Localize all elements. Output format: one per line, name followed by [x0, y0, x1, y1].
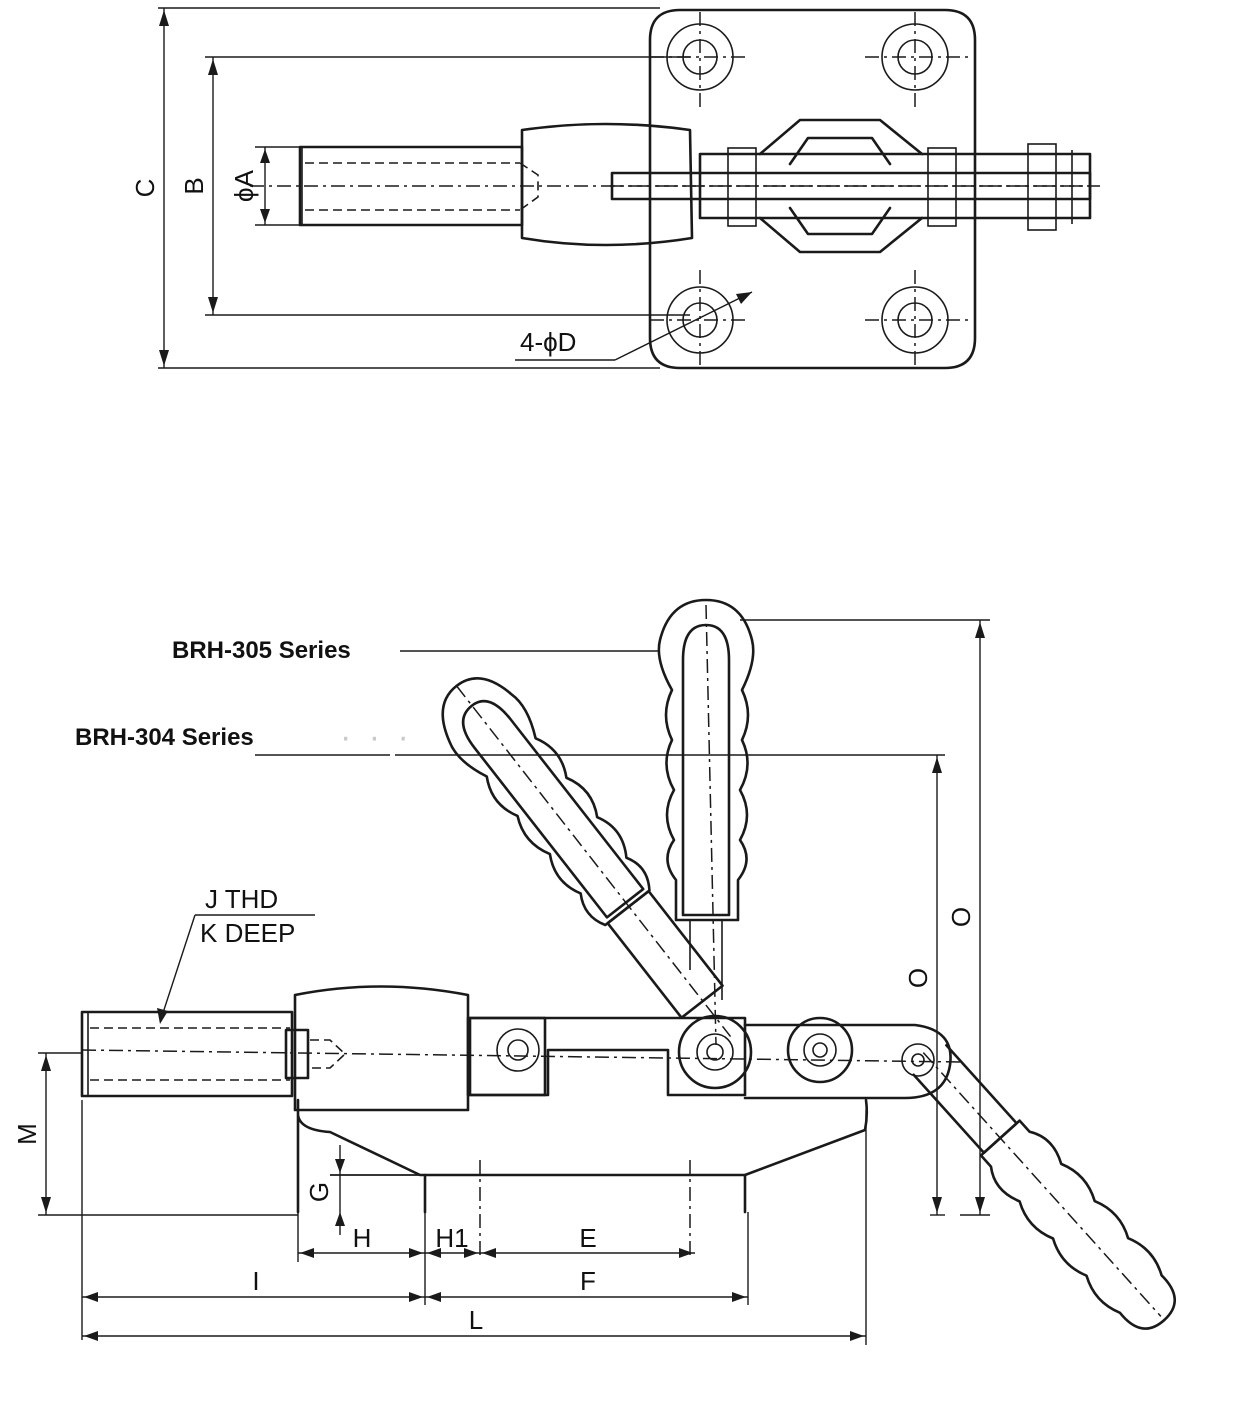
top-view: C B ϕA 4-ϕD [130, 7, 1100, 370]
handle-vertical [657, 598, 755, 1046]
side-guide-housing [293, 985, 470, 1112]
dim-o-outer: O [740, 619, 990, 1216]
dim-o-outer-label: O [946, 907, 976, 927]
dim-l: L [82, 1110, 867, 1345]
dim-e-label: E [579, 1223, 596, 1253]
side-base [296, 1098, 869, 1214]
handle-angled [441, 677, 732, 1038]
series-305-label: BRH-305 Series [172, 637, 351, 664]
dim-b: B [179, 56, 690, 316]
guide-housing [520, 122, 694, 247]
side-view: · · · [12, 598, 1176, 1345]
series-305-callout: BRH-305 Series [172, 637, 660, 664]
dim-h-row: H H1 E [297, 1212, 695, 1305]
watermark: · · · [340, 718, 413, 756]
dim-g: G [304, 1145, 420, 1235]
dim-phi-a: ϕA [229, 146, 300, 226]
dim-b-label: B [179, 177, 209, 194]
dim-f-label: F [580, 1266, 596, 1296]
hole-callout-label: 4-ϕD [520, 327, 576, 357]
mounting-holes [650, 12, 970, 366]
dim-h-label: H [353, 1223, 372, 1253]
dim-m: M [12, 1052, 298, 1216]
dim-c-label: C [130, 179, 160, 198]
dim-l-label: L [469, 1305, 483, 1335]
hole-callout: 4-ϕD [515, 291, 753, 361]
dim-phi-a-label: ϕA [229, 169, 259, 202]
thread-top-label: J THD [205, 884, 278, 914]
series-304-callout: BRH-304 Series [75, 724, 390, 756]
side-plunger-rod [80, 1010, 294, 1098]
dim-m-label: M [12, 1123, 42, 1145]
handle-down [912, 1043, 1176, 1330]
dim-i-f-row: I F [81, 1100, 749, 1340]
dim-i-label: I [252, 1266, 259, 1296]
series-304-label: BRH-304 Series [75, 724, 254, 751]
dim-c: C [130, 7, 660, 369]
dim-g-label: G [304, 1182, 334, 1202]
link-strap [758, 118, 924, 254]
dim-o-inner: O [395, 754, 945, 1216]
dim-o-inner-label: O [903, 968, 933, 988]
thread-bottom-label: K DEEP [200, 918, 295, 948]
dim-h1-label: H1 [435, 1223, 468, 1253]
thread-callout: J THD K DEEP [157, 884, 315, 1024]
base-plate [648, 8, 977, 370]
